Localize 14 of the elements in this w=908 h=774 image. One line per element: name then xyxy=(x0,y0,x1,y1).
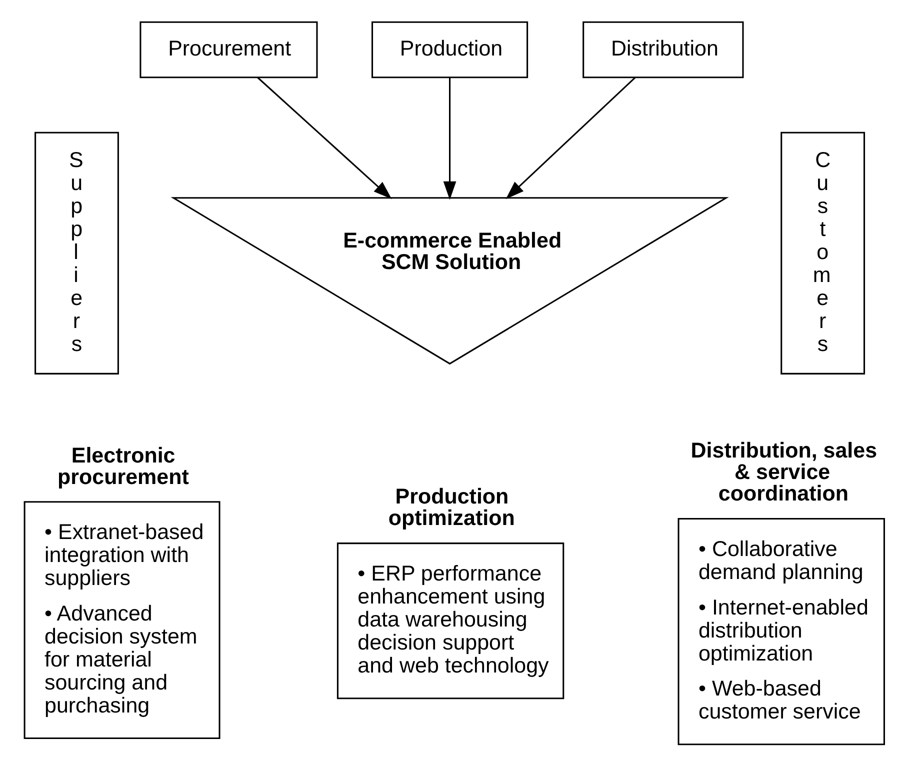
arrow xyxy=(506,76,636,199)
node-box: • Extranet-based integration with suppliers • Advanced decision system for material sourcing and purchasing xyxy=(24,500,220,739)
node-box: • Collaborative demand planning • Internet-enabled distribution optimization • Web-based customer service xyxy=(678,517,885,745)
node-box: Customers xyxy=(780,131,866,374)
node-box: Procurement xyxy=(140,20,318,78)
node-label: Production optimization xyxy=(388,484,515,530)
node-box: • ERP performance enhancement using data warehousing decision support and web technology xyxy=(336,542,564,699)
node-box: Distribution xyxy=(582,20,744,78)
arrow xyxy=(443,77,456,200)
node-box: Suppliers xyxy=(34,131,119,374)
arrow xyxy=(257,76,392,199)
node-label: Distribution, sales & service coordination xyxy=(690,438,878,506)
node-label: Electronic procurement xyxy=(58,442,189,488)
node-box: Production xyxy=(371,20,528,78)
